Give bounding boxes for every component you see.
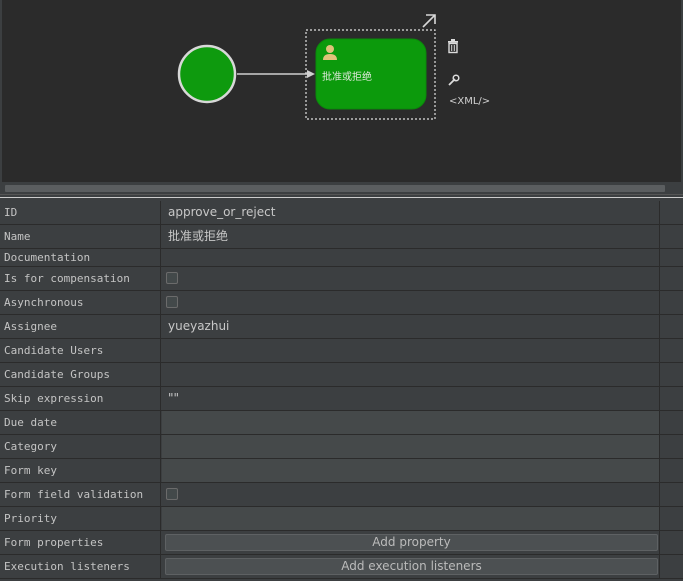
property-row-tail: [661, 249, 683, 266]
property-row: Candidate Groups: [0, 363, 683, 387]
property-row-tail: [661, 531, 683, 554]
property-row: Due date: [0, 411, 683, 435]
property-value-cell: Add execution listeners: [162, 555, 660, 578]
property-name: ID: [0, 201, 161, 224]
property-row: Candidate Users: [0, 339, 683, 363]
property-value-field[interactable]: [162, 363, 660, 386]
property-value-cell: [162, 267, 660, 290]
property-name: Form field validation: [0, 483, 161, 506]
property-name: Is for compensation: [0, 267, 161, 290]
property-name: Candidate Groups: [0, 363, 161, 386]
property-value-field[interactable]: "": [162, 387, 660, 410]
property-value-field[interactable]: [162, 411, 660, 434]
property-row-tail: [661, 483, 683, 506]
wrench-icon[interactable]: [448, 74, 460, 86]
property-value-field[interactable]: [162, 507, 660, 530]
property-row-tail: [661, 315, 683, 338]
user-task-icon: [323, 45, 337, 60]
horizontal-scrollbar[interactable]: [2, 182, 681, 194]
user-task-label: 批准或拒绝: [322, 72, 372, 83]
property-value-cell: [162, 291, 660, 314]
property-row-tail: [661, 411, 683, 434]
property-name: Execution listeners: [0, 555, 161, 578]
property-value-field[interactable]: [162, 249, 660, 266]
property-name: Form properties: [0, 531, 161, 554]
property-value-cell: Add property: [162, 531, 660, 554]
add-property-button[interactable]: Add property: [165, 534, 658, 551]
property-row: Documentation: [0, 249, 683, 267]
property-row: Skip expression"": [0, 387, 683, 411]
property-row: Form key: [0, 459, 683, 483]
sequence-flow-arrow[interactable]: [237, 70, 315, 78]
property-name: Name: [0, 225, 161, 248]
start-event[interactable]: [177, 44, 237, 104]
property-row: Category: [0, 435, 683, 459]
property-name: Category: [0, 435, 161, 458]
property-row-tail: [661, 387, 683, 410]
property-value-field[interactable]: yueyazhui: [162, 315, 660, 338]
property-row-tail: [661, 363, 683, 386]
property-row: Asynchronous: [0, 291, 683, 315]
property-row-tail: [661, 555, 683, 578]
property-value-field[interactable]: 批准或拒绝: [162, 225, 660, 248]
property-row-tail: [661, 201, 683, 224]
property-checkbox[interactable]: [166, 488, 178, 500]
property-row-tail: [661, 339, 683, 362]
diagram-canvas[interactable]: 批准或拒绝 <XML/>: [0, 0, 683, 194]
user-task[interactable]: [315, 38, 427, 110]
property-row-tail: [661, 225, 683, 248]
property-value-cell: [162, 483, 660, 506]
property-row-tail: [661, 507, 683, 530]
property-name: Assignee: [0, 315, 161, 338]
property-checkbox[interactable]: [166, 296, 178, 308]
selection-box: [305, 29, 436, 120]
property-row-tail: [661, 267, 683, 290]
property-value-field[interactable]: [162, 435, 660, 458]
property-checkbox[interactable]: [166, 272, 178, 284]
xml-view-link[interactable]: <XML/>: [449, 96, 491, 107]
property-row-tail: [661, 459, 683, 482]
property-name: Documentation: [0, 249, 161, 266]
property-value-field[interactable]: [162, 339, 660, 362]
property-value-field[interactable]: [162, 459, 660, 482]
property-name: Priority: [0, 507, 161, 530]
add-execution-listeners-button[interactable]: Add execution listeners: [165, 558, 658, 575]
property-name: Due date: [0, 411, 161, 434]
diagram-svg: [177, 14, 460, 120]
horizontal-scrollbar-thumb[interactable]: [5, 185, 665, 192]
property-name: Form key: [0, 459, 161, 482]
property-row: Is for compensation: [0, 267, 683, 291]
property-value-field[interactable]: approve_or_reject: [162, 201, 660, 224]
property-name: Candidate Users: [0, 339, 161, 362]
property-name: Skip expression: [0, 387, 161, 410]
expand-arrow-icon[interactable]: [422, 14, 436, 28]
trash-icon[interactable]: [448, 39, 458, 54]
property-name: Asynchronous: [0, 291, 161, 314]
property-row: Priority: [0, 507, 683, 531]
panel-splitter[interactable]: [0, 194, 683, 198]
property-row-tail: [661, 435, 683, 458]
property-row: Form field validation: [0, 483, 683, 507]
property-row-tail: [661, 291, 683, 314]
